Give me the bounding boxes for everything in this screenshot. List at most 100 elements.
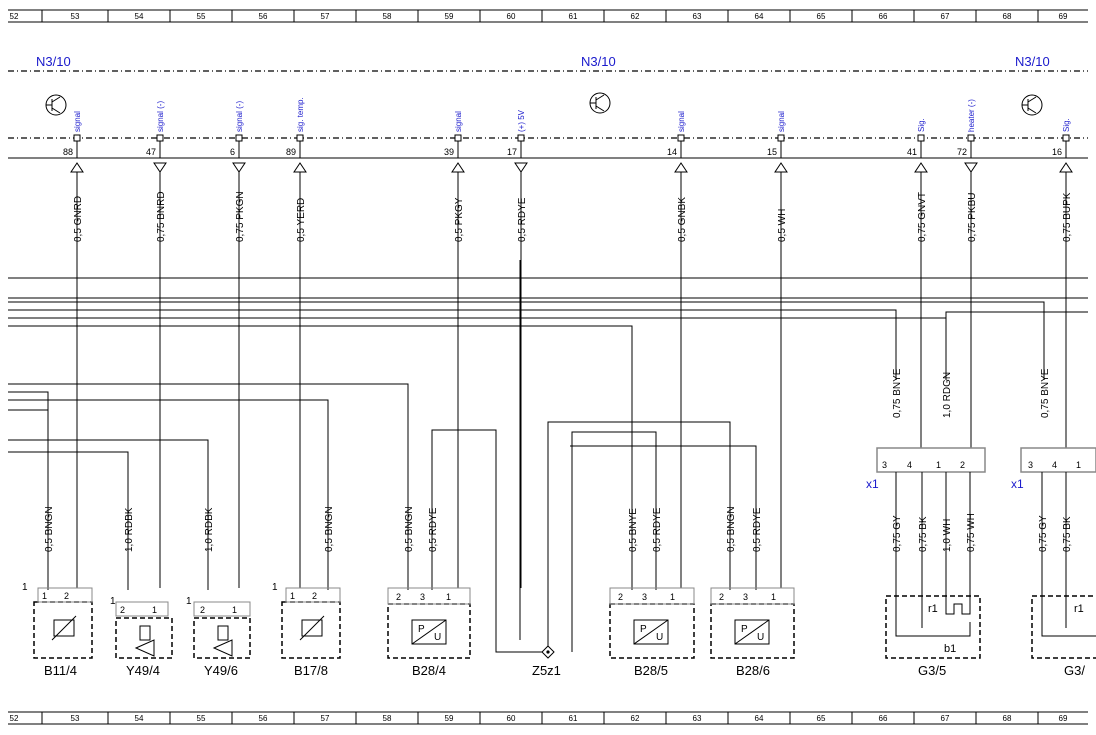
grid-number: 59 [445,714,454,723]
pu-label: P [418,624,425,635]
grid-number: 52 [10,12,19,21]
grid-number: 54 [135,12,144,21]
connector-pin: Sig.410,75 GNVT [907,118,928,448]
pin-number: 2 [396,592,401,602]
pin-number: 17 [507,147,517,157]
corner-label: 1 [272,582,278,593]
pin-number: 39 [444,147,454,157]
pin-number: 3 [1028,460,1033,470]
grid-number: 55 [197,12,206,21]
grid-number: 64 [755,714,764,723]
grid-number: 61 [569,12,578,21]
connector-pin: signal (-)60,75 PKGN [230,101,246,588]
wire-label: 1,0 RDGN [942,372,953,418]
connector-pin: sig. temp. 89 0,5 YERD [286,97,307,588]
x1-label: x1 [1011,477,1024,491]
pu-label: P [741,624,748,635]
module-label: N3/10 [36,54,71,69]
pin-number: 1 [42,591,47,601]
wire-label: 0,5 BNGN [324,506,335,552]
grid-number: 64 [755,12,764,21]
pin-number: 1 [232,605,237,615]
grid-number: 56 [259,12,268,21]
wire-label: 0,5 BNGN [404,506,415,552]
signal-label: Sig. [1062,118,1071,132]
wire-label: 0,75 BNYE [892,368,903,418]
wire-label: 0,5 PKGY [454,197,465,242]
connector-pin: signal 39 0,5 PKGY [444,111,465,588]
grid-number: 62 [631,714,640,723]
pin-number: 2 [120,605,125,615]
pin-number: 2 [200,605,205,615]
wire-label: 0,75 BNYE [1040,368,1051,418]
pin-number: 1 [936,460,941,470]
bottom-grid-ruler [8,711,1088,725]
pin-number: 72 [957,147,967,157]
g3-label: r1 [928,603,938,615]
wire-label: 0,75 WH [966,513,977,552]
signal-label: sig. temp. [296,97,305,132]
module-label: N3/10 [1015,54,1050,69]
x1-label: x1 [866,477,879,491]
pin-number: 6 [230,147,235,157]
pu-label: P [640,624,647,635]
grid-number: 63 [693,714,702,723]
wire-label: 0,5 RDYE [517,197,528,242]
wire-label: 1,0 RDBK [124,507,135,552]
wire-label: 1,0 RDBK [204,507,215,552]
pin-number: 3 [882,460,887,470]
corner-label: 1 [22,582,28,593]
component-label: Y49/6 [204,663,238,678]
grid-number: 53 [71,714,80,723]
grid-number: 66 [879,12,888,21]
pin-number: 89 [286,147,296,157]
grid-number: 67 [941,714,950,723]
grid-number: 53 [71,12,80,21]
pu-label: U [434,632,441,643]
grid-number: 68 [1003,714,1012,723]
signal-label: signal [454,111,463,132]
g3-label: r1 [1074,603,1084,615]
pin-number: 2 [64,591,69,601]
pu-label: U [656,632,663,643]
pin-number: 16 [1052,147,1062,157]
grid-number: 57 [321,714,330,723]
pin-number: 2 [719,592,724,602]
pin-number: 1 [771,592,776,602]
wire-label: 0,75 BNRD [156,191,167,242]
x1-connector: x1 3 4 1 [1011,447,1096,491]
wire-label: 0,5 RDYE [652,507,663,552]
grid-number: 59 [445,12,454,21]
bus-lines [8,260,1088,653]
pin-number: 1 [152,605,157,615]
wire-label: 0,75 BK [1062,516,1073,552]
wire-label: 0,75 BK [918,516,929,552]
signal-label: signal (-) [235,101,244,132]
grid-number: 61 [569,714,578,723]
transistor-icon [1021,94,1043,116]
pin-number: 1 [670,592,675,602]
pin-number: 4 [1052,460,1057,470]
grid-number: 65 [817,12,826,21]
pin-number: 2 [618,592,623,602]
grid-number: 60 [507,714,516,723]
pin-number: 47 [146,147,156,157]
wire-label: 0,5 YERD [296,198,307,242]
wire-label: 0,75 GY [892,515,903,552]
grid-number: 52 [10,714,19,723]
grid-number: 69 [1059,714,1068,723]
wire-label: 1,0 WH [942,519,953,552]
component-label: B28/6 [736,663,770,678]
pin-number: 2 [960,460,965,470]
grid-number: 69 [1059,12,1068,21]
x1-connector: x1 3 4 1 2 [866,447,986,491]
grid-number: 60 [507,12,516,21]
signal-label: heater (-) [967,99,976,132]
component-boxes [33,587,1096,659]
component-label: Z5z1 [532,663,561,678]
pin-number: 3 [420,592,425,602]
